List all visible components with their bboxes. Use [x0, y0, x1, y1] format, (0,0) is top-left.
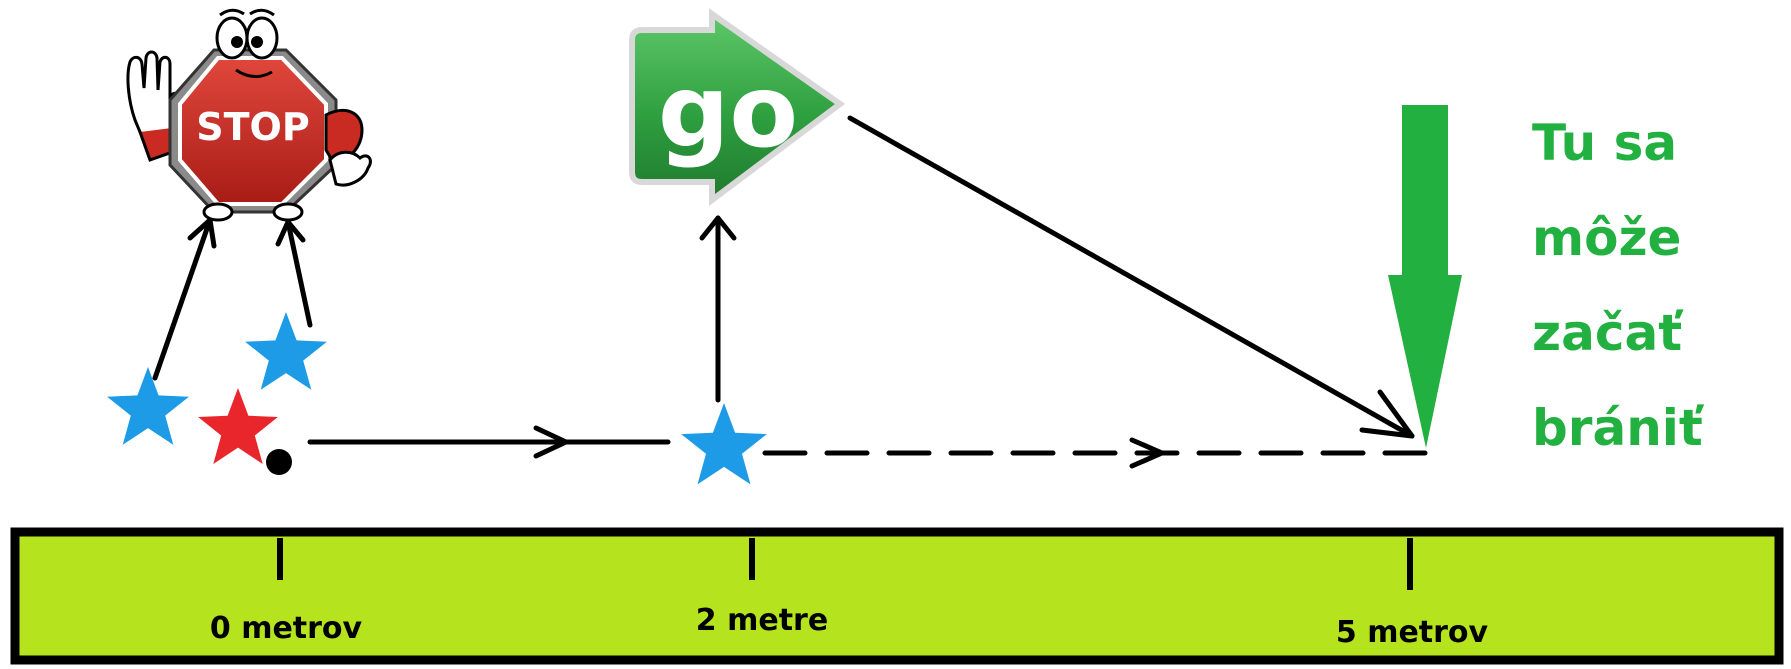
arrow-star-to-stop-left: [152, 217, 217, 381]
mascot-eyes-icon: [215, 8, 279, 60]
stop-sign-label: STOP: [196, 105, 309, 149]
stop-sign-mascot-icon: STOP: [126, 8, 372, 222]
caption-line-4: brániť: [1532, 399, 1703, 457]
blue-star-icon: [107, 367, 189, 445]
ball-path-line: [307, 425, 671, 459]
mascot-mouth-icon: [235, 68, 273, 78]
red-star-icon: [198, 388, 278, 464]
ruler-label-5: 5 metrov: [1336, 615, 1489, 650]
distance-ruler: 0 metrov 2 metre 5 metrov: [10, 527, 1784, 665]
ruler-label-2: 2 metre: [696, 603, 828, 638]
players-group: [107, 312, 767, 485]
caption-line-3: začať: [1532, 304, 1683, 362]
pointing-hand-icon: [324, 109, 372, 187]
caption-line-2: môže: [1532, 209, 1682, 267]
arrow-star-to-go: [699, 215, 737, 403]
arrow-star-to-stop-right: [275, 219, 313, 328]
go-sign-label: go: [658, 53, 798, 170]
defense-caption: Tu sa môže začať brániť: [1532, 96, 1772, 476]
down-arrow-icon: [1388, 105, 1462, 448]
ball-icon: [266, 449, 292, 475]
arrow-go-to-defense-point: [847, 115, 1415, 439]
dashed-path-line: [762, 437, 1448, 469]
ruler-label-0: 0 metrov: [210, 611, 363, 646]
ruler-bar: [10, 527, 1784, 665]
blue-star-icon: [681, 403, 767, 485]
blue-star-icon: [245, 312, 327, 390]
caption-line-1: Tu sa: [1532, 114, 1678, 172]
go-arrow-sign-icon: go: [629, 8, 846, 206]
